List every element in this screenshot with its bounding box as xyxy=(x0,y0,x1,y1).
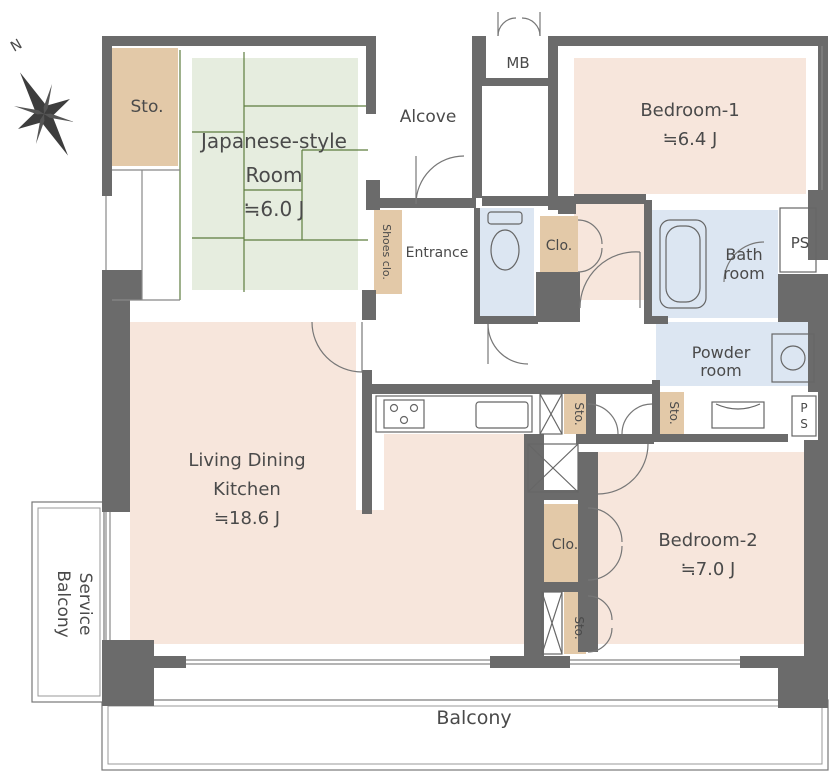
shoes-closet-label: Shoes clo. xyxy=(380,224,393,280)
mb-label: MB xyxy=(506,54,529,72)
doors xyxy=(311,12,765,653)
ps-small-label-1: P xyxy=(800,401,807,415)
service-balcony-label-1: Service xyxy=(75,573,95,636)
bath-label-1: Bath xyxy=(725,245,762,264)
window-rails xyxy=(105,46,823,665)
japanese-room-label-1: Japanese-style xyxy=(199,129,347,153)
ldk-label-1: Living Dining xyxy=(188,450,305,471)
sto-top-label: Sto. xyxy=(131,97,164,117)
sto-mid-right-label: Sto. xyxy=(667,401,681,424)
japanese-room-floor xyxy=(192,58,358,290)
stove-icon xyxy=(383,399,425,429)
ldk-label-2: Kitchen xyxy=(213,479,281,500)
bedroom2-floor xyxy=(598,452,806,644)
storage-mid-left-floor xyxy=(564,394,586,434)
bedroom2-area: ≒7.0 J xyxy=(681,559,736,580)
ldk-floor xyxy=(130,322,524,644)
closet-bottom-label: Clo. xyxy=(552,537,578,553)
bedroom2-label: Bedroom-2 xyxy=(658,530,757,551)
powder-label-1: Powder xyxy=(692,343,751,362)
fridge-space xyxy=(527,443,579,493)
japanese-room-area: ≒6.0 J xyxy=(244,197,305,221)
bedroom1-floor xyxy=(574,58,806,194)
toilet-icon xyxy=(487,211,523,225)
toilet-floor xyxy=(478,208,534,318)
compass-north-label: N xyxy=(8,36,25,55)
walls xyxy=(102,36,828,708)
entrance-label: Entrance xyxy=(406,245,469,261)
bedroom1-label: Bedroom-1 xyxy=(640,100,739,121)
sto-bottom-label: Sto. xyxy=(572,616,586,639)
bathtub-icon xyxy=(659,219,707,309)
alcove-label: Alcove xyxy=(400,107,457,127)
room-labels: Sto. Japanese-style Room ≒6.0 J Alcove M… xyxy=(53,54,809,729)
bath-label-2: room xyxy=(723,264,764,283)
storage-mid-right-floor xyxy=(656,392,684,434)
ps-top-label: PS xyxy=(791,234,810,252)
shoes-closet-floor xyxy=(374,210,402,294)
powder-label-2: room xyxy=(700,361,741,380)
service-balcony-label-2: Balcony xyxy=(53,570,73,637)
service-balcony-area xyxy=(31,501,105,703)
fixtures xyxy=(375,207,817,655)
sink-icon xyxy=(475,401,529,429)
storage-top-floor xyxy=(112,48,178,166)
closet-top-label: Clo. xyxy=(546,238,572,254)
ldk-area: ≒18.6 J xyxy=(214,508,280,529)
vanity-icon xyxy=(711,401,765,429)
japanese-room-label-2: Room xyxy=(246,163,303,187)
compass-icon xyxy=(13,72,75,156)
tatami-lines xyxy=(179,50,368,300)
bedroom1-area: ≒6.4 J xyxy=(663,129,718,150)
sto-mid-left-label: Sto. xyxy=(572,402,586,425)
balcony-label: Balcony xyxy=(436,707,511,729)
powder-floor xyxy=(656,322,818,386)
ps-small-label-2: S xyxy=(800,417,808,431)
washer-icon xyxy=(771,333,815,383)
balcony-area xyxy=(101,699,829,771)
floors xyxy=(110,44,828,698)
kitchen-counter xyxy=(375,395,533,433)
closet-top-floor xyxy=(540,216,578,272)
